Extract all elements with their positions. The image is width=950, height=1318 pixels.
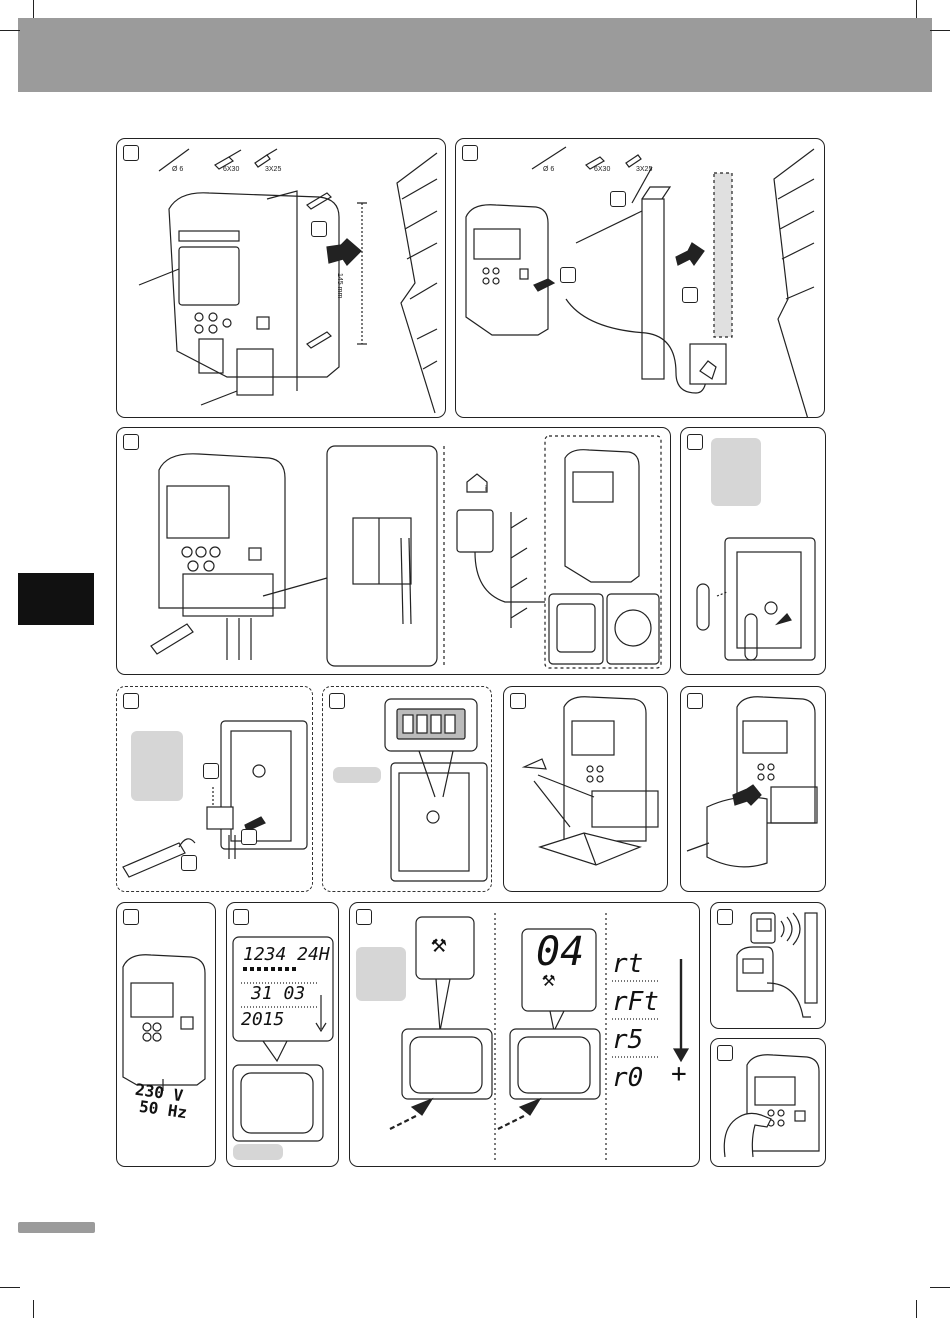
plug-size-label: Ø 6 (543, 166, 554, 173)
page-number-tab (18, 1222, 95, 1233)
step-panel-wiring: i (116, 427, 671, 675)
sub-step-box (560, 267, 576, 283)
menu-code-rs: r5 (612, 1025, 643, 1055)
header-bar (18, 18, 932, 92)
step-panel-press-button (710, 1038, 826, 1167)
screw-large-label: 6X30 (594, 166, 610, 173)
crop-mark (0, 30, 20, 31)
sub-step-box (311, 221, 327, 237)
antenna-mount-illustration (456, 139, 825, 418)
step-panel-manual (503, 686, 668, 892)
screw-small-label: 3X25 (636, 166, 652, 173)
lcd-channel-number: 04 (536, 929, 584, 975)
lcd-time-format: 1234 24H (243, 944, 330, 965)
step-panel-thermostat-cable (116, 686, 313, 892)
battery-icon (697, 584, 709, 630)
note-box (233, 1144, 283, 1160)
step-panel-power: 230 V 50 Hz (116, 902, 216, 1167)
crop-mark (33, 1300, 34, 1318)
step-panel-antenna: Ø 6 6X30 3X25 (455, 138, 825, 418)
crop-mark (33, 0, 34, 18)
step-panel-dip-switch (322, 686, 492, 892)
house-icon: i (485, 484, 487, 493)
crop-mark (0, 1287, 20, 1288)
thermostat-cable-illustration (117, 687, 313, 892)
sub-step-box (181, 855, 197, 871)
step-panel-cover (680, 686, 826, 892)
plus-sign: + (671, 1059, 687, 1089)
battery-illustration (681, 428, 826, 675)
screw-small-label: 3X25 (265, 166, 281, 173)
step-panel-wall-mount: Ø 6 6X30 3X25 145 mm (116, 138, 446, 418)
menu-code-rt: rt (612, 949, 643, 979)
step-panel-wireless (710, 902, 826, 1029)
crop-mark (916, 0, 917, 18)
sub-step-box (682, 287, 698, 303)
manual-illustration (504, 687, 668, 892)
sub-step-box (610, 191, 626, 207)
step-panel-registration: ⚒ ⚒ 04 rt rFt r5 r0 + (349, 902, 700, 1167)
cover-illustration (681, 687, 826, 892)
press-button-illustration (711, 1039, 826, 1167)
crop-mark (930, 30, 950, 31)
dimension-label: 145 mm (336, 273, 343, 298)
registration-illustration (350, 903, 700, 1167)
menu-code-rft: rFt (612, 987, 659, 1017)
wiring-illustration (117, 428, 671, 675)
crop-mark (916, 1300, 917, 1318)
signal-waves-icon (781, 913, 800, 945)
wrench-screwdriver-icon: ⚒ (431, 929, 447, 959)
dip-switch-illustration (323, 687, 492, 892)
controller-mount-illustration (117, 139, 446, 418)
step-panel-batteries (680, 427, 826, 675)
step-panel-date: 1234 24H 31 03 2015 (226, 902, 339, 1167)
date-illustration (227, 903, 339, 1167)
power-illustration (117, 903, 216, 1167)
lcd-year: 2015 (241, 1009, 284, 1030)
crop-mark (930, 1287, 950, 1288)
sub-step-box (203, 763, 219, 779)
chapter-tab (18, 573, 94, 625)
sub-step-box (241, 829, 257, 845)
lcd-date: 31 03 (251, 983, 305, 1004)
menu-code-r0: r0 (612, 1063, 643, 1093)
plug-size-label: Ø 6 (172, 166, 183, 173)
wireless-illustration (711, 903, 826, 1029)
screw-large-label: 6X30 (223, 166, 239, 173)
